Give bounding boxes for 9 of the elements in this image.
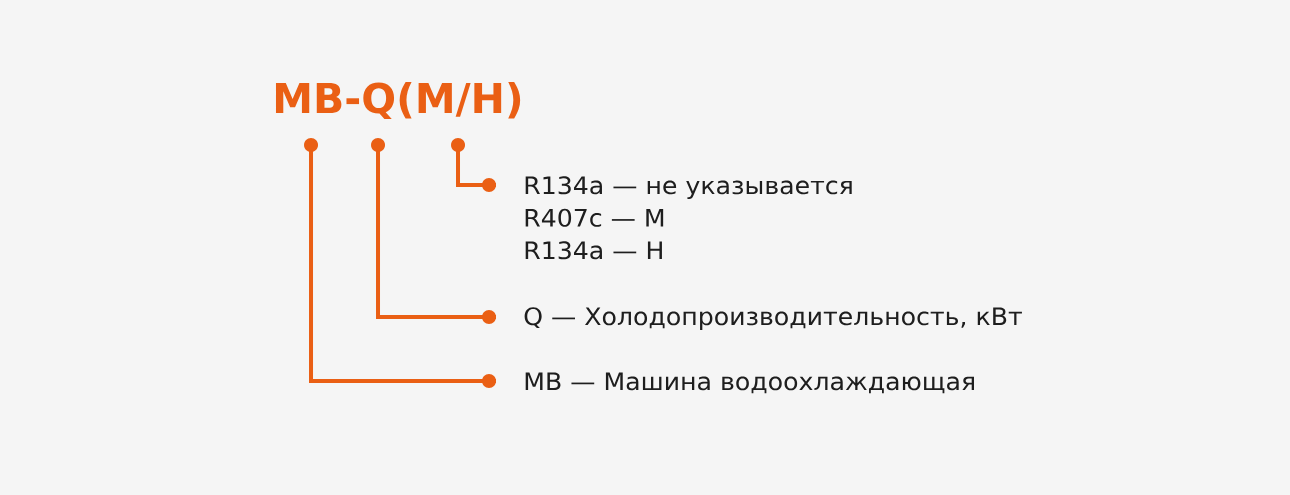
- description-text: МВ — Машина водоохлаждающая: [525, 372, 974, 394]
- description-text: R407c — М: [525, 208, 664, 227]
- description-text: Q — Холодопроизводительность, кВт: [524, 307, 1022, 330]
- description-text: R134a — Н: [525, 241, 662, 260]
- leader-line: [451, 138, 496, 192]
- leader-line: [304, 138, 496, 388]
- title-text: МВ-Q(М/Н): [276, 81, 521, 119]
- leader-line: [371, 138, 496, 324]
- description-text: R134a — не указывается: [525, 176, 852, 199]
